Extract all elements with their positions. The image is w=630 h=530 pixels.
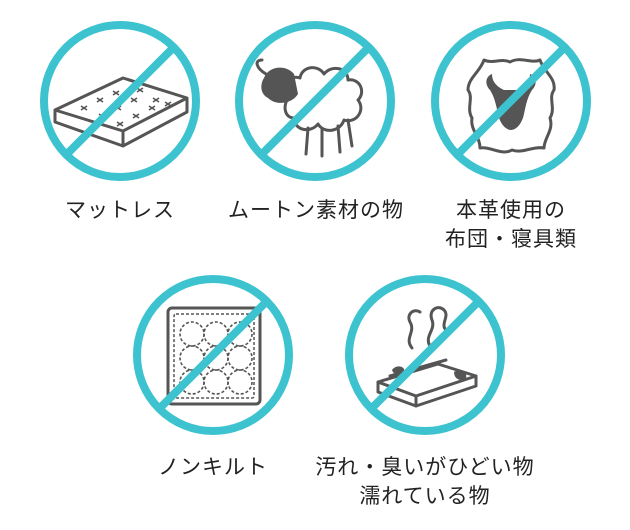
dirty-label-line-1: 汚れ・臭いがひどい物 [315,455,535,479]
leather-bull-icon [428,18,594,184]
mattress-label: マットレス [65,198,175,222]
dirty-smelly-bedding-icon [342,272,508,438]
leather-label-line-1: 本革使用の [456,198,566,222]
leather-label-line-2: 布団・寝具類 [445,227,577,251]
quilt-icon [130,272,296,438]
mouton-label: ムートン素材の物 [228,198,404,222]
sheep-icon [232,18,398,184]
mattress-icon [37,18,203,184]
non-quilt-label: ノンキルト [158,455,268,479]
dirty-label-line-2: 濡れている物 [359,484,491,508]
